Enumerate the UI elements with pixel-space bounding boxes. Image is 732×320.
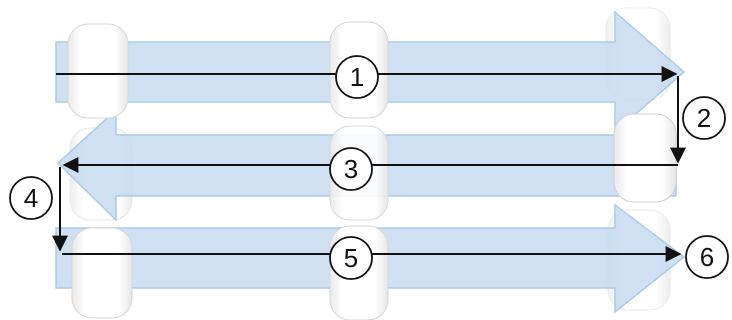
- tile: [613, 113, 677, 203]
- step-label-2: 2: [697, 103, 711, 133]
- step-label-6: 6: [700, 242, 714, 272]
- step-label-3: 3: [344, 154, 358, 184]
- step-marker-2: 2: [682, 96, 726, 140]
- step-marker-5: 5: [329, 236, 373, 280]
- step-marker-6: 6: [685, 235, 729, 279]
- tile: [67, 23, 129, 119]
- step-marker-3: 3: [329, 147, 373, 191]
- step-label-1: 1: [350, 62, 364, 92]
- tile: [71, 227, 133, 319]
- step-marker-4: 4: [9, 176, 53, 220]
- step-marker-1: 1: [335, 55, 379, 99]
- step-label-5: 5: [344, 243, 358, 273]
- step-label-4: 4: [24, 183, 38, 213]
